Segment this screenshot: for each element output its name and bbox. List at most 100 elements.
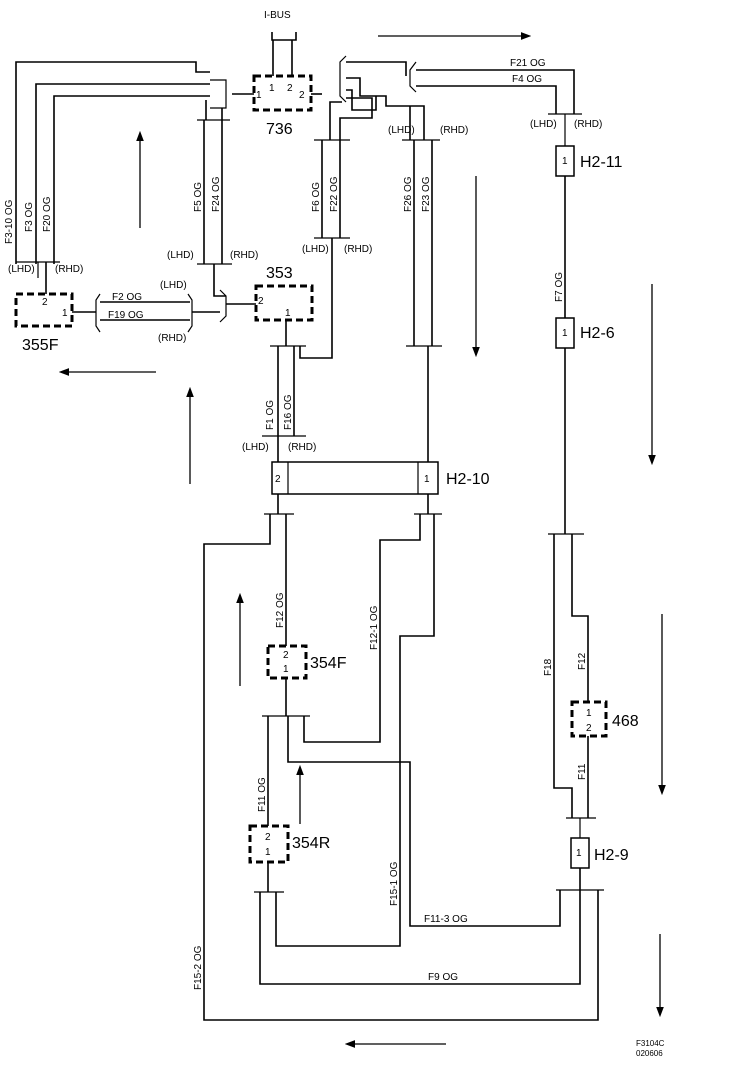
splice-355f-top [16,261,60,278]
wire-f2-f19 [100,301,190,321]
label-f3: F3 OG [24,202,35,232]
label-f11: F11 OG [257,777,268,812]
label-f12: F12 OG [275,592,286,628]
label-f18: F18 [543,658,554,676]
h2-10-label: H2-10 [446,471,490,488]
wire-f12b [571,534,589,702]
c736-pin1b: 1 [256,90,262,101]
label-f4: F4 OG [512,74,542,85]
rhd-f19: (RHD) [158,333,186,344]
c354r-pin1: 1 [265,847,271,858]
label-f9: F9 OG [428,972,458,983]
lhd-355f: (LHD) [8,264,35,275]
label-f21: F21 OG [510,58,546,69]
label-f24: F24 OG [211,176,222,212]
wire-f9 [259,890,581,985]
wire-f12-1 [303,514,421,743]
splice-f2-right [187,293,193,333]
wire-to-f22 [339,97,373,140]
label-f23: F23 OG [421,176,432,212]
footer-code1: F3104C [636,1039,665,1048]
wire-f1-f16 [277,346,295,436]
c736-pin1: 1 [269,83,275,94]
label-f20: F20 OG [42,196,53,232]
wire-to-f23 [346,77,425,140]
wire-f21-f4 [416,69,575,114]
rhd-f23: (RHD) [440,125,468,136]
h2-11-label: H2-11 [580,154,622,171]
label-f26: F26 OG [403,176,414,212]
c736-pin2b: 2 [299,90,305,101]
c736-label: 736 [266,121,293,138]
h2-11-pin: 1 [562,156,568,167]
h2-10-dividers [287,462,419,494]
label-f2: F2 OG [112,292,142,303]
c353-label: 353 [266,265,293,282]
rhd-355f: (RHD) [55,264,83,275]
lhd-f2: (LHD) [160,280,187,291]
label-f16: F16 OG [283,394,294,430]
c354f-label: 354F [310,655,347,672]
label-f22: F22 OG [329,176,340,212]
footer-code2: 020606 [636,1049,663,1058]
label-f12-1: F12-1 OG [369,605,380,650]
wire-f5-f24-top [205,100,223,120]
lhd-f26: (LHD) [388,125,415,136]
splice-353-left [219,289,227,323]
label-f19: F19 OG [108,310,144,321]
label-f7: F7 OG [554,272,565,302]
wire-f22-to-f1 [299,238,333,359]
wire-f11-3 [287,716,561,927]
c353-pin1: 1 [285,308,291,319]
c354f-pin2: 2 [283,650,289,661]
lhd-h2-10: (LHD) [242,442,269,453]
c355f-pin1: 1 [62,308,68,319]
component-353 [254,284,314,322]
c468-pin1: 1 [586,708,592,719]
wire-f15-1 [275,514,435,947]
h2-10-pin1: 1 [424,474,430,485]
label-f6: F6 OG [311,182,322,212]
splice-f2-left [95,293,101,333]
wire-f18 [553,534,573,818]
splice-h2-11 [548,113,582,146]
c355f-label: 355F [22,337,59,354]
lhd-f6: (LHD) [302,244,329,255]
component-736 [252,74,313,112]
wire-f15-2 [203,514,599,1021]
component-355f [14,292,74,328]
wire-to-353 [213,264,226,297]
wire-to-f6 [329,101,342,140]
ibus-label: I-BUS [264,10,291,21]
c354r-label: 354R [292,835,330,852]
splice-h2-9-top [566,817,596,838]
wire-f3-10 [15,61,210,264]
label-f3-10: F3-10 OG [4,199,15,244]
h2-6-pin: 1 [562,328,568,339]
h2-9-pin: 1 [576,848,582,859]
splice-736-right [339,55,347,103]
wire-f5-f24 [203,120,223,264]
splice-left-top [210,79,227,109]
ibus-splice [271,32,297,41]
ibus-wires [272,40,293,78]
label-f11b: F11 [577,763,588,780]
component-354r [248,824,290,864]
rhd-f5: (RHD) [230,250,258,261]
lhd-h2-11: (LHD) [530,119,557,130]
component-354f [266,644,308,680]
lhd-f5: (LHD) [167,250,194,261]
wire-f6-f22 [321,140,341,238]
wire-f3 [35,83,210,264]
c354r-pin2: 2 [265,832,271,843]
h2-6-label: H2-6 [580,325,615,342]
c468-label: 468 [612,713,639,730]
c736-pin2: 2 [287,83,293,94]
rhd-f6: (RHD) [344,244,372,255]
splice-f21 [409,61,417,93]
wire-to-f21 [346,61,407,76]
rhd-h2-11: (RHD) [574,119,602,130]
component-468 [570,700,608,738]
